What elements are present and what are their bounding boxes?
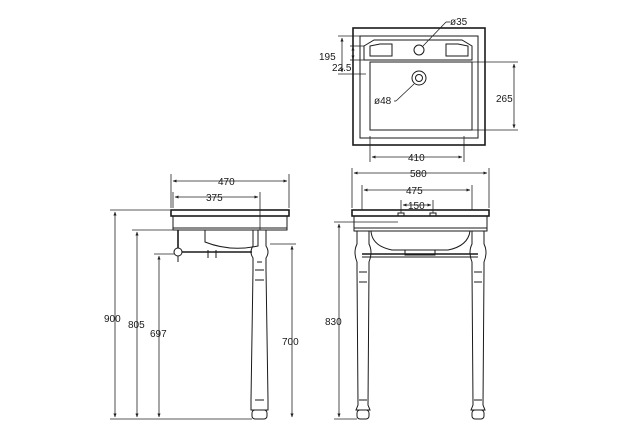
basin-inner-rim bbox=[359, 35, 479, 139]
dim-580-label: 580 bbox=[410, 169, 427, 180]
front-view: 580 475 150 830 bbox=[325, 168, 490, 420]
front-left-leg bbox=[354, 231, 372, 411]
dim-410-label: 410 bbox=[408, 153, 425, 164]
waste-leader bbox=[395, 83, 415, 102]
side-foot bbox=[251, 409, 268, 420]
front-waste bbox=[404, 249, 436, 256]
front-left-foot bbox=[356, 409, 370, 420]
front-bowl bbox=[370, 230, 471, 251]
side-bowl bbox=[204, 230, 259, 249]
waste-outlet bbox=[411, 70, 427, 86]
dim-697-label: 697 bbox=[150, 329, 167, 340]
side-rear-leg bbox=[250, 230, 269, 411]
dim-150-label: 150 bbox=[408, 201, 425, 212]
waste-outlet-inner bbox=[415, 74, 423, 82]
basin-outline bbox=[352, 27, 486, 146]
tap-hole-leader bbox=[422, 21, 447, 47]
front-tap-mark-right bbox=[429, 212, 437, 217]
side-front-knob bbox=[173, 247, 183, 257]
tap-hole-diameter-label: ø35 bbox=[450, 17, 468, 28]
dim-700-label: 700 bbox=[282, 337, 299, 348]
front-right-foot bbox=[471, 409, 485, 420]
dim-475-label: 475 bbox=[406, 186, 423, 197]
dim-265-label: 265 bbox=[496, 94, 513, 105]
front-right-leg bbox=[469, 231, 487, 411]
dim-830-label: 830 bbox=[325, 317, 342, 328]
tap-hole bbox=[413, 44, 425, 56]
front-tap-mark-left bbox=[397, 212, 405, 217]
dim-470-label: 470 bbox=[218, 177, 235, 188]
dim-805-label: 805 bbox=[128, 320, 145, 331]
side-basin-top bbox=[170, 209, 290, 217]
dim-375-label: 375 bbox=[206, 193, 223, 204]
soap-recess-right bbox=[445, 43, 469, 57]
side-view: 470 375 900 805 697 700 bbox=[104, 174, 299, 420]
waste-diameter-label: ø48 bbox=[374, 96, 392, 107]
dim-195-label: 195 bbox=[319, 52, 336, 63]
bowl-outline bbox=[369, 61, 473, 131]
soap-recess-left bbox=[369, 43, 393, 57]
plan-view: ø35 ø48 195 22.5 265 410 bbox=[319, 17, 518, 164]
dim-22-5-label: 22.5 bbox=[332, 63, 352, 74]
tap-deck bbox=[363, 39, 473, 61]
dim-900-label: 900 bbox=[104, 314, 121, 325]
side-basin-body bbox=[172, 215, 288, 231]
front-basin-body bbox=[353, 215, 488, 232]
